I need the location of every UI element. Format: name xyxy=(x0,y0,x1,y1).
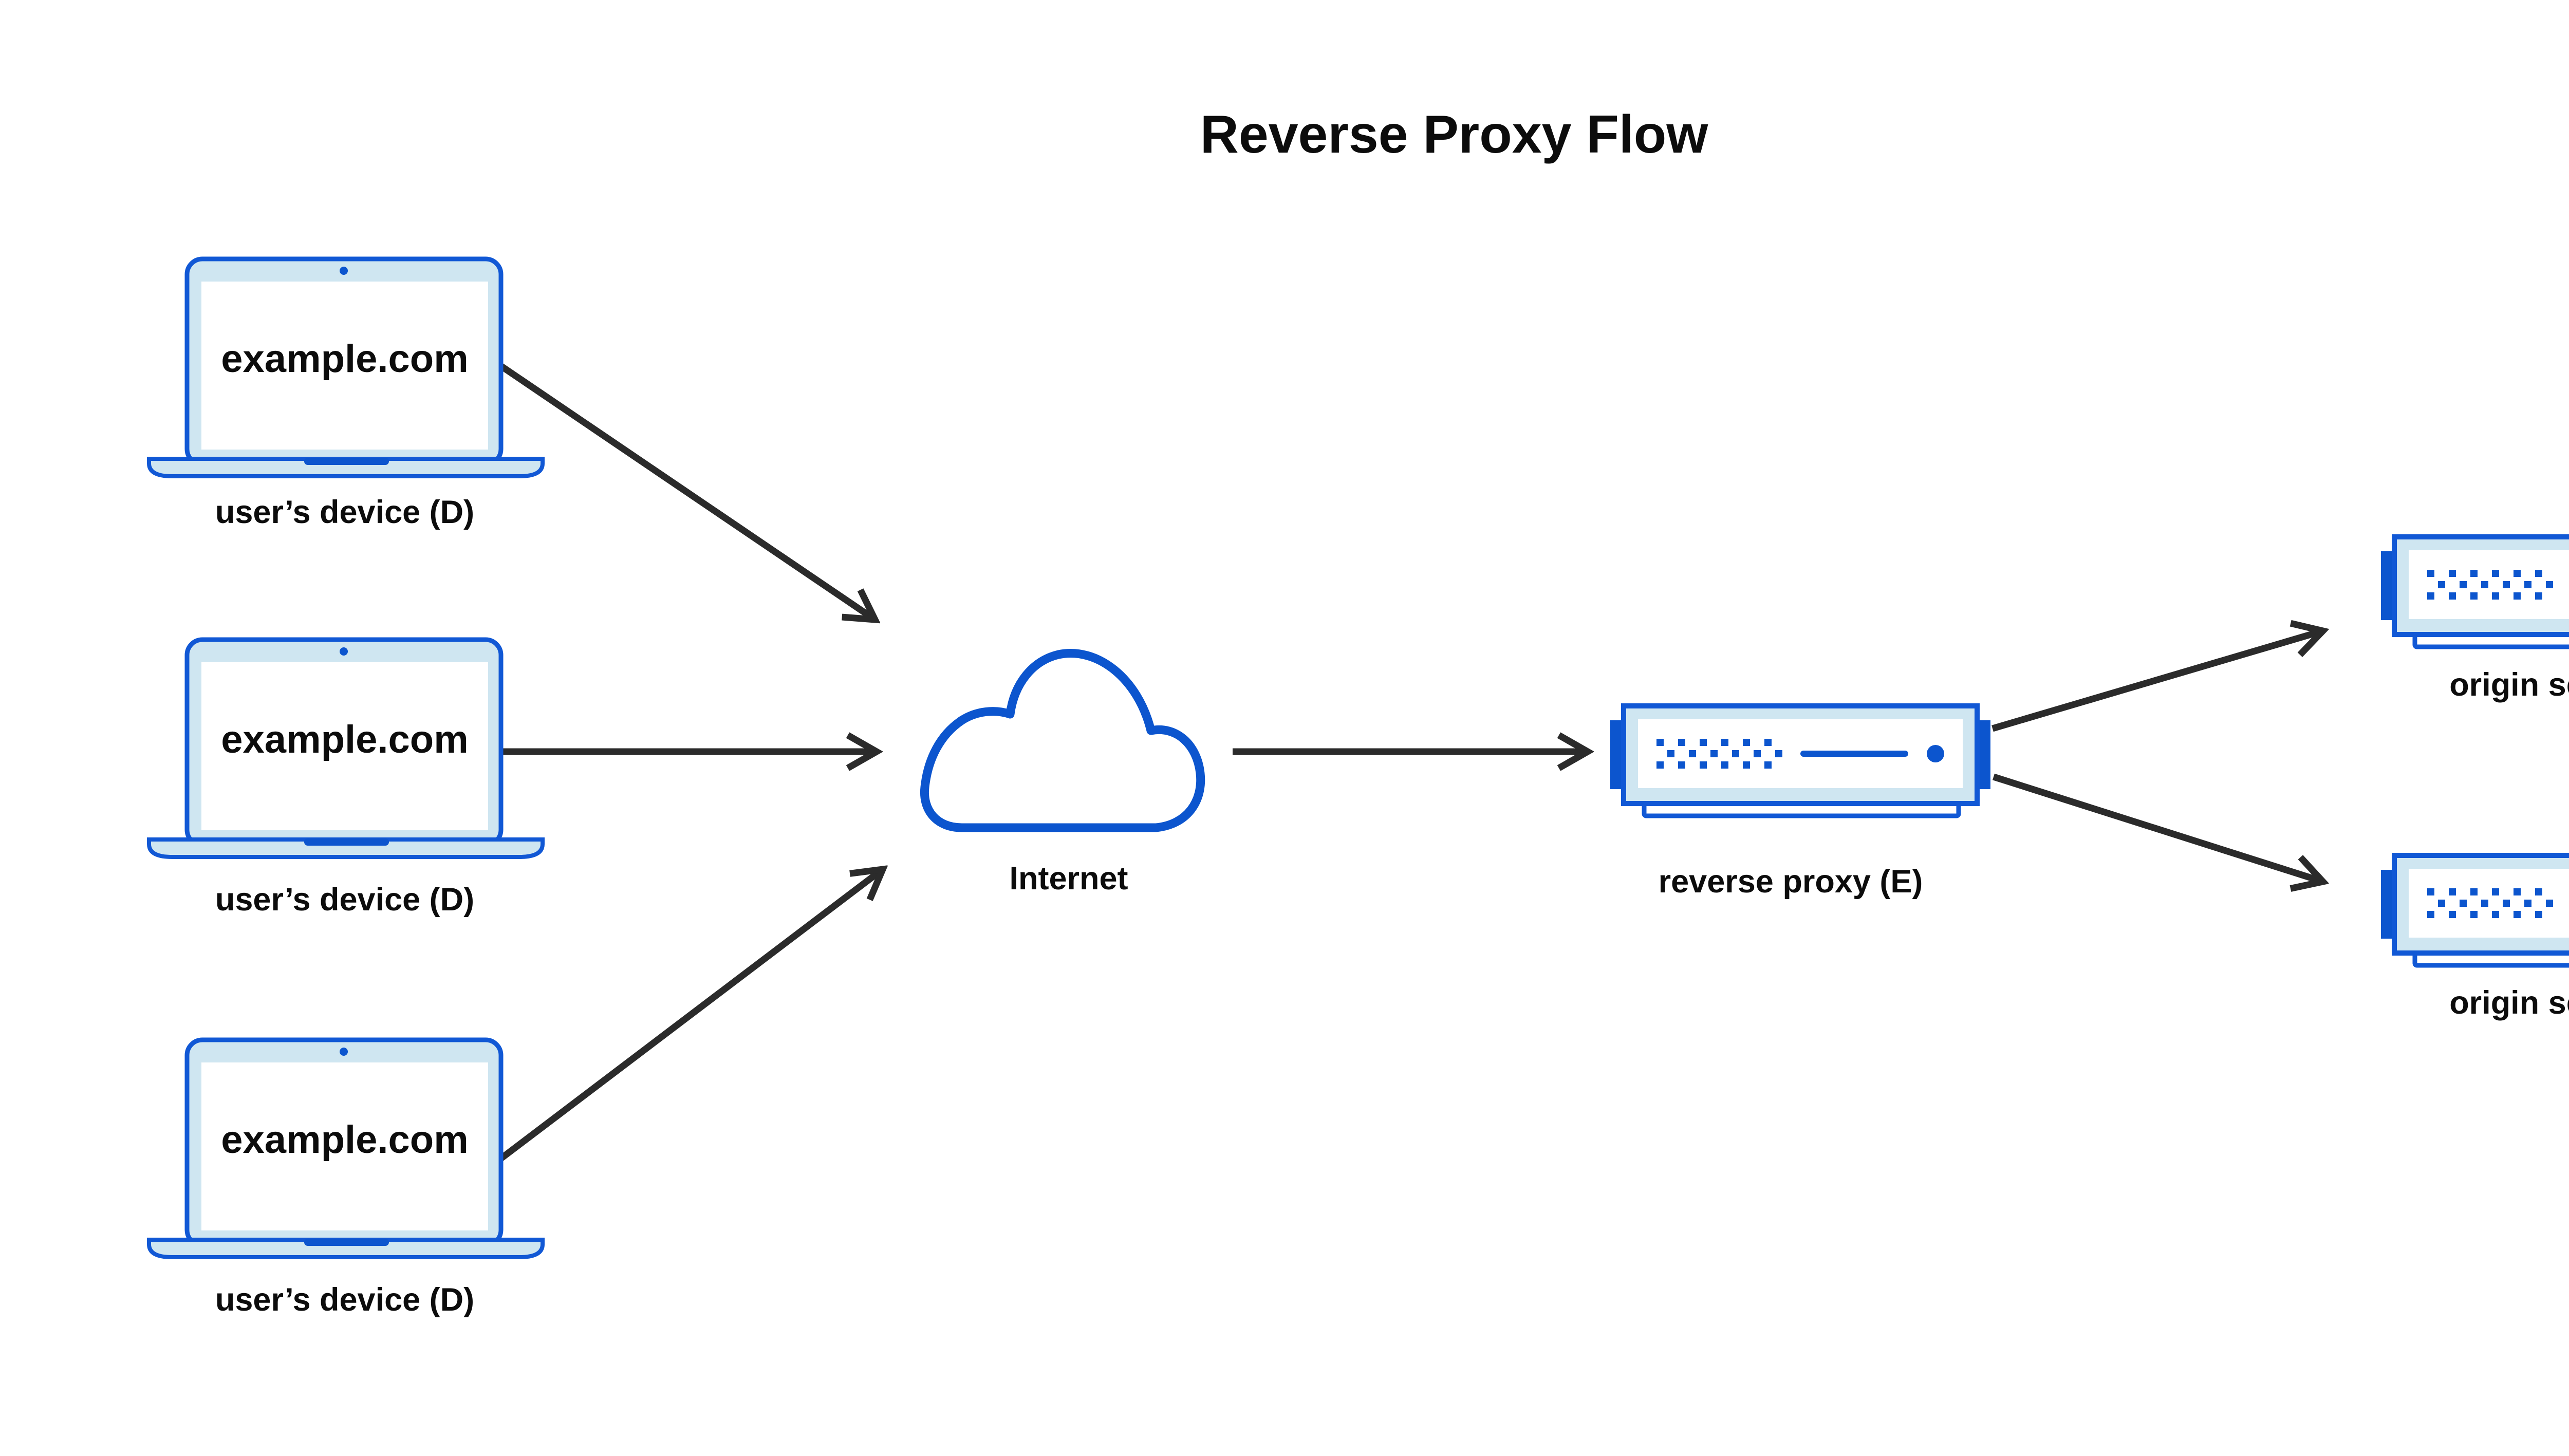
server-icon xyxy=(2381,537,2569,647)
internet-node: Internet xyxy=(920,649,1205,897)
flow-arrows xyxy=(497,363,2323,1163)
server-icon xyxy=(2381,855,2569,965)
reverse-proxy-label: reverse proxy (E) xyxy=(1659,864,1923,900)
device-screen-text: example.com xyxy=(221,718,469,761)
user-device-1: example.com user’s device (D) xyxy=(149,259,543,530)
origin-server-label: origin server (F) xyxy=(2449,985,2569,1021)
device-screen-text: example.com xyxy=(221,337,469,381)
user-device-3: example.com user’s device (D) xyxy=(149,1040,543,1318)
internet-label: Internet xyxy=(1009,861,1128,897)
server-icon xyxy=(1610,706,1990,816)
device-label: user’s device (D) xyxy=(215,882,474,918)
cloud-icon xyxy=(920,649,1205,832)
arrow-proxy-to-origin2 xyxy=(1993,773,2323,882)
page-title: Reverse Proxy Flow xyxy=(1200,105,1709,164)
arrow-device1-to-internet xyxy=(499,363,875,620)
user-device-2: example.com user’s device (D) xyxy=(149,640,543,918)
device-label: user’s device (D) xyxy=(215,1282,474,1318)
origin-server-label: origin server (F) xyxy=(2449,667,2569,703)
origin-server-1: origin server (F) xyxy=(2381,537,2569,703)
arrow-proxy-to-origin1 xyxy=(1991,631,2323,732)
arrow-device3-to-internet xyxy=(497,869,883,1163)
device-screen-text: example.com xyxy=(221,1118,469,1162)
reverse-proxy-node: reverse proxy (E) xyxy=(1610,706,1990,900)
origin-server-2: origin server (F) xyxy=(2381,855,2569,1021)
device-label: user’s device (D) xyxy=(215,494,474,530)
